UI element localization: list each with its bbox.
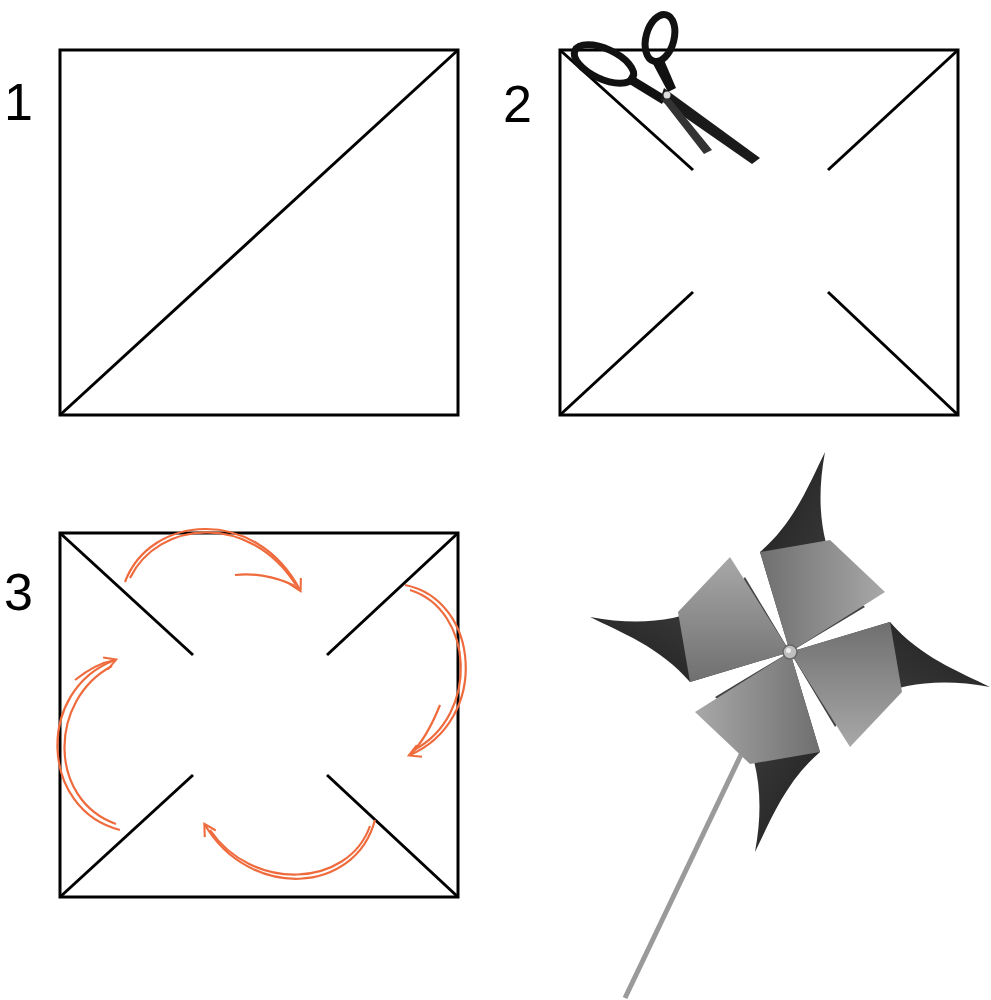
paper-square xyxy=(60,50,458,415)
fold-arrows xyxy=(57,529,465,879)
fold-square xyxy=(60,533,458,897)
scissors xyxy=(569,11,760,164)
step-number: 1 xyxy=(4,76,33,128)
cut-square xyxy=(560,50,958,415)
pinwheel xyxy=(590,452,990,998)
step-number: 2 xyxy=(503,78,532,130)
step-number: 3 xyxy=(4,566,33,618)
